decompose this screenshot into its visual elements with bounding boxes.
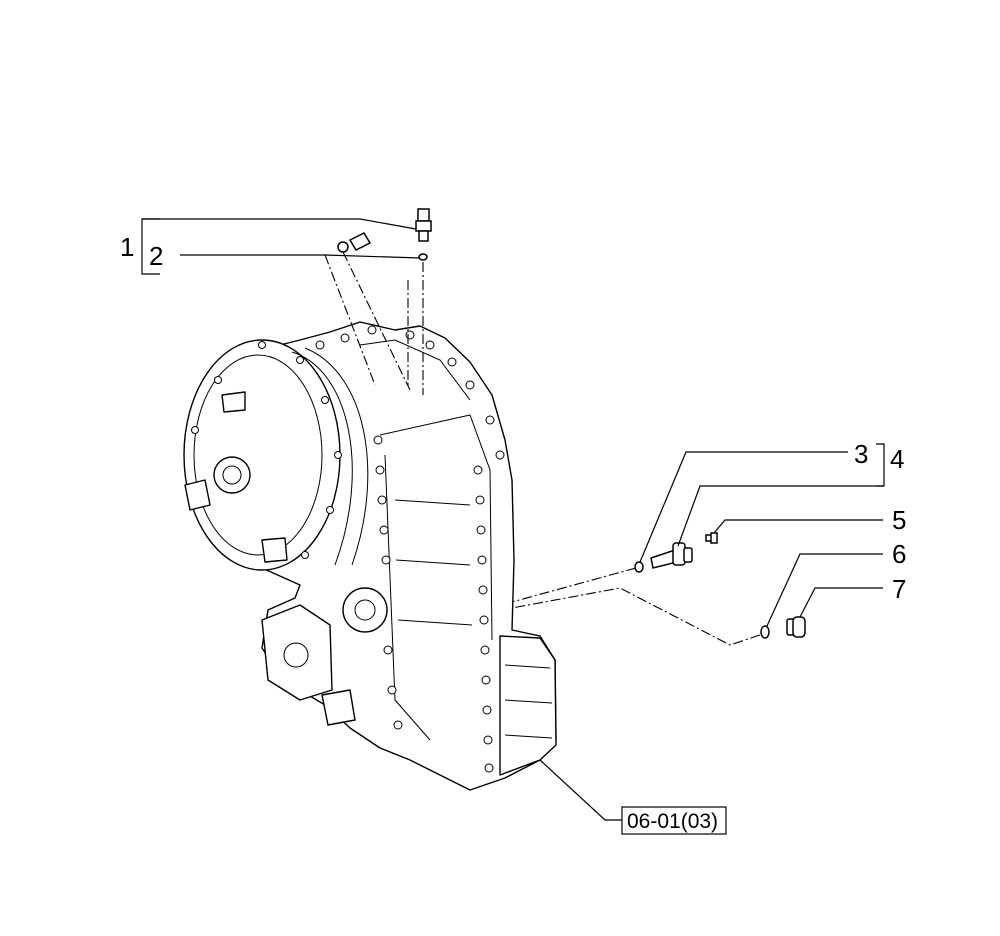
bolt-ring-bell (191, 341, 342, 559)
assembly-path-1b (342, 251, 411, 391)
sensor-connector (683, 547, 693, 563)
panel-line-5 (395, 559, 471, 566)
fitting-stem (418, 230, 429, 242)
bracket-3-4 (876, 443, 885, 487)
part-7-plug (786, 616, 806, 638)
left-lug (184, 479, 211, 511)
panel-line-1 (379, 414, 493, 641)
part-3-o-ring (634, 561, 644, 573)
elbow-washer (337, 241, 349, 253)
leader-5 (713, 519, 883, 534)
callout-2: 2 (149, 241, 163, 271)
assembly-path-3-4 (511, 567, 637, 603)
callout-5: 5 (892, 505, 906, 535)
top-lug (221, 391, 246, 413)
bell-housing-rim-2 (304, 347, 369, 566)
transmission-housing (183, 321, 557, 791)
bell-housing-inner (193, 354, 323, 556)
reference-box (621, 806, 727, 835)
reference-leader (539, 759, 622, 821)
leader-4 (677, 485, 883, 547)
elbow-body (348, 232, 372, 251)
lower-lug (261, 537, 288, 563)
part-2-o-ring (418, 253, 428, 261)
bolt-row-seam (473, 465, 494, 773)
leader-1 (142, 218, 417, 230)
sensor-head (672, 542, 686, 566)
pump-port (283, 642, 309, 668)
fitting-hex-top (417, 208, 430, 222)
bell-housing-outer (183, 339, 341, 571)
panel-line-4 (394, 499, 471, 506)
panel-line-3 (359, 339, 471, 401)
callout-7: 7 (892, 574, 906, 604)
callout-4: 4 (890, 444, 904, 474)
rear-block-fin-3 (504, 734, 553, 739)
leader-6 (766, 553, 883, 627)
rear-block-fin-1 (504, 664, 551, 669)
part-4-speed-sensor (650, 542, 693, 569)
leader-2 (180, 254, 421, 259)
panel-line-6 (397, 619, 473, 626)
bolt-row-front (373, 435, 403, 730)
part-6-o-ring (760, 625, 770, 639)
part-1-breather-fitting (415, 208, 432, 242)
assembly-path-1a (324, 254, 376, 386)
assembly-path-6-7 (511, 587, 761, 646)
rear-block-fin-2 (504, 699, 553, 704)
bell-housing-rim (291, 351, 353, 566)
hub-inner (222, 465, 242, 485)
leader-7 (799, 587, 883, 618)
callout-1: 1 (120, 232, 134, 262)
part-1-elbow-fitting (337, 232, 372, 253)
plug-head (792, 616, 806, 638)
fitting-hex-mid (415, 220, 432, 232)
callout-3: 3 (854, 439, 868, 469)
callout-6: 6 (892, 539, 906, 569)
pump-body (261, 604, 333, 701)
pump-foot (321, 689, 356, 726)
flange (342, 587, 388, 633)
reference-label: 06-01(03) (627, 810, 718, 833)
hub (213, 456, 251, 494)
leader-3 (639, 451, 848, 563)
flange-inner (354, 599, 376, 621)
part-5-screw (705, 532, 718, 544)
bolt-row-top (315, 325, 505, 460)
panel-line-2 (384, 454, 431, 741)
screw-head (710, 532, 718, 544)
rear-block (499, 635, 557, 776)
